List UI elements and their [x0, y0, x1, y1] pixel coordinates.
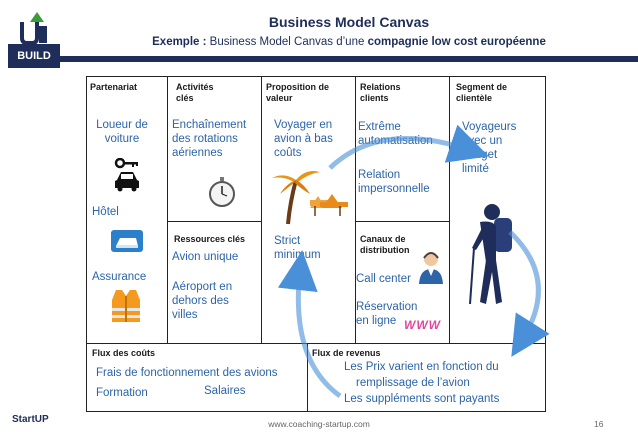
relations-text: Extrême automatisation [358, 120, 433, 148]
partenariat-item-2: voiture [104, 133, 140, 145]
segment-line-2: avec un [462, 135, 503, 147]
segment-text: Voyageurs avec un budget limité [462, 120, 516, 176]
revenus-prix: Les Prix varient en fonction du [344, 361, 499, 373]
activites-line-1: Enchaînement [172, 119, 247, 131]
header-canaux: Canaux de distribution [360, 234, 410, 256]
header-canaux-line2: distribution [360, 245, 410, 255]
build-logo: BUILD [8, 8, 60, 68]
header-proposition: Proposition de valeur [266, 82, 329, 104]
ressources-line-2: dehors des [172, 295, 229, 307]
segment-line-3: budget [462, 149, 498, 161]
revenus-remplissage: remplissage de l’avion [356, 377, 470, 389]
header-relations-line2: clients [360, 93, 389, 103]
activites-line-2: des rotations [172, 133, 238, 145]
header-relations: Relations clients [360, 82, 401, 104]
canaux-reservation: Réservation en ligne [356, 300, 417, 328]
activites-text: Enchaînement des rotations aériennes [172, 118, 246, 160]
subtitle-middle: Business Model Canvas d’une [209, 36, 368, 48]
header-revenus: Flux de revenus [312, 348, 381, 358]
footer-brand-logo: StartUP [12, 414, 49, 425]
www-badge: WWW [404, 318, 441, 332]
subtitle-prefix: Exemple : [152, 36, 210, 48]
proposition-line-2: avion à bas [274, 133, 333, 145]
couts-formation: Formation [96, 387, 148, 399]
header-relations-line1: Relations [360, 82, 401, 92]
proposition-line-1: Voyager en [274, 119, 333, 131]
page-number: 16 [594, 419, 604, 429]
revenus-supplements: Les suppléments sont payants [344, 393, 500, 405]
header-activites: Activités clés [176, 82, 214, 104]
partenariat-loueur: Loueur de voiture [92, 118, 152, 146]
header-canaux-line1: Canaux de [360, 234, 406, 244]
header-segment-line1: Segment de [456, 82, 508, 92]
canaux-line-1: Réservation [356, 301, 418, 313]
relations-line-1: Extrême [358, 121, 401, 133]
segment-line-4: limité [462, 163, 489, 175]
proposition-minimum: minimum [274, 249, 321, 261]
header-proposition-line1: Proposition de [266, 82, 329, 92]
header-rule [60, 56, 638, 62]
partenariat-hotel: Hôtel [92, 206, 119, 218]
ressources-line-1: Aéroport en [172, 281, 233, 293]
proposition-strict: Strict [274, 235, 301, 247]
segment-line-1: Voyageurs [462, 121, 517, 133]
relations-impersonnelle: impersonnelle [358, 183, 430, 195]
proposition-text: Voyager en avion à bas coûts [274, 118, 333, 160]
canaux-call-center: Call center [356, 273, 411, 285]
startup-arrow-icon [20, 12, 47, 45]
header-segment-line2: clientèle [456, 93, 493, 103]
stopwatch-icon [209, 177, 235, 207]
header-ressources: Ressources clés [174, 234, 246, 244]
activites-line-3: aériennes [172, 147, 223, 159]
couts-salaires: Salaires [204, 385, 246, 397]
backpacker-icon [469, 204, 512, 305]
safety-vest-icon [112, 290, 140, 322]
ressources-avion: Avion unique [172, 251, 239, 263]
relations-text2: Relation impersonnelle [358, 168, 430, 196]
footer-url: www.coaching-startup.com [268, 419, 370, 429]
hotel-bed-icon [111, 230, 143, 252]
couts-frais: Frais de fonctionnement des avions [96, 367, 278, 379]
build-badge: BUILD [8, 44, 60, 68]
palm-tree-beach-icon [272, 171, 348, 225]
partenariat-item-1: Loueur de [96, 119, 148, 131]
canaux-line-2: en ligne [356, 315, 397, 327]
header-activites-line1: Activités [176, 82, 214, 92]
subtitle-bold: compagnie low cost européenne [367, 36, 546, 48]
proposition-line-3: coûts [274, 147, 302, 159]
header-activites-line2: clés [176, 93, 194, 103]
relations-relation: Relation [358, 169, 401, 181]
page-subtitle: Exemple : Business Model Canvas d’une co… [60, 36, 638, 48]
proposition-text2: Strict minimum [274, 234, 321, 262]
partenariat-assurance: Assurance [92, 271, 147, 283]
ressources-line-3: villes [172, 309, 198, 321]
header-proposition-line2: valeur [266, 93, 293, 103]
page-title: Business Model Canvas [268, 14, 430, 30]
call-center-agent-icon [419, 252, 443, 284]
header-couts: Flux des coûts [92, 348, 156, 358]
header-segment: Segment de clientèle [456, 82, 507, 104]
relations-line-2: automatisation [358, 135, 433, 147]
header-partenariat: Partenariat [90, 82, 138, 92]
ressources-text: Aéroport en dehors des villes [172, 280, 232, 322]
car-key-icon [114, 158, 139, 192]
